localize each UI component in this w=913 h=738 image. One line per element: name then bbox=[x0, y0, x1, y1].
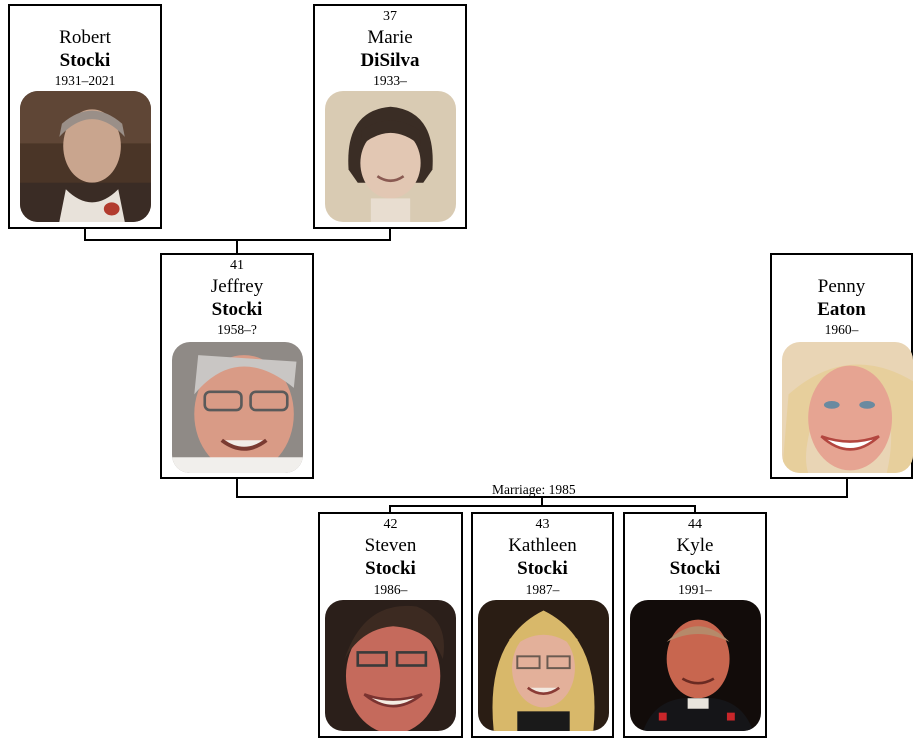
given-name: Penny bbox=[817, 276, 866, 297]
given-name: Marie bbox=[367, 27, 413, 48]
person-card-marie[interactable]: 37 Marie DiSilva 1933– bbox=[313, 4, 467, 229]
life-years: 1933– bbox=[373, 73, 407, 88]
connector-line bbox=[541, 496, 543, 506]
portrait-photo bbox=[630, 600, 761, 731]
portrait-photo bbox=[172, 342, 303, 473]
connector-line bbox=[846, 477, 848, 498]
surname: Stocki bbox=[517, 558, 568, 579]
given-name: Kathleen bbox=[508, 535, 577, 556]
person-number: 43 bbox=[535, 517, 550, 532]
person-number: 37 bbox=[383, 9, 397, 24]
person-number: 44 bbox=[688, 517, 702, 532]
surname: Stocki bbox=[365, 558, 416, 579]
given-name: Kyle bbox=[676, 535, 714, 556]
person-card-robert[interactable]: Robert Stocki 1931–2021 bbox=[8, 4, 162, 229]
life-years: 1986– bbox=[373, 582, 408, 597]
person-card-penny[interactable]: Penny Eaton 1960– bbox=[770, 253, 913, 479]
portrait-photo bbox=[20, 91, 151, 222]
connector-line bbox=[389, 505, 696, 507]
person-card-steven[interactable]: 42 Steven Stocki 1986– bbox=[318, 512, 463, 738]
person-number: 42 bbox=[383, 517, 398, 532]
connector-line bbox=[389, 505, 391, 513]
given-name: Robert bbox=[59, 27, 111, 48]
surname: Eaton bbox=[817, 299, 866, 320]
person-card-kyle[interactable]: 44 Kyle Stocki 1991– bbox=[623, 512, 767, 738]
surname: Stocki bbox=[59, 50, 111, 71]
given-name: Jeffrey bbox=[210, 276, 264, 297]
life-years: 1931–2021 bbox=[54, 73, 116, 88]
portrait-photo bbox=[782, 342, 913, 473]
portrait-photo bbox=[325, 91, 456, 222]
life-years: 1987– bbox=[525, 582, 560, 597]
connector-line bbox=[694, 505, 696, 513]
life-years: 1991– bbox=[678, 582, 712, 597]
marriage-label: Marriage: 1985 bbox=[492, 482, 576, 497]
portrait-photo bbox=[478, 600, 609, 731]
portrait-photo bbox=[325, 600, 456, 731]
surname: DiSilva bbox=[360, 50, 420, 71]
life-years: 1958–? bbox=[217, 322, 257, 337]
connector-line bbox=[84, 227, 86, 241]
connector-line bbox=[236, 477, 238, 498]
person-card-jeffrey[interactable]: 41 Jeffrey Stocki 1958–? bbox=[160, 253, 314, 479]
person-card-kathleen[interactable]: 43 Kathleen Stocki 1987– bbox=[471, 512, 614, 738]
given-name: Steven bbox=[364, 535, 417, 556]
surname: Stocki bbox=[669, 558, 721, 579]
surname: Stocki bbox=[211, 299, 263, 320]
connector-line bbox=[389, 227, 391, 241]
life-years: 1960– bbox=[824, 322, 859, 337]
person-number: 41 bbox=[230, 258, 244, 273]
connector-line bbox=[236, 239, 238, 255]
